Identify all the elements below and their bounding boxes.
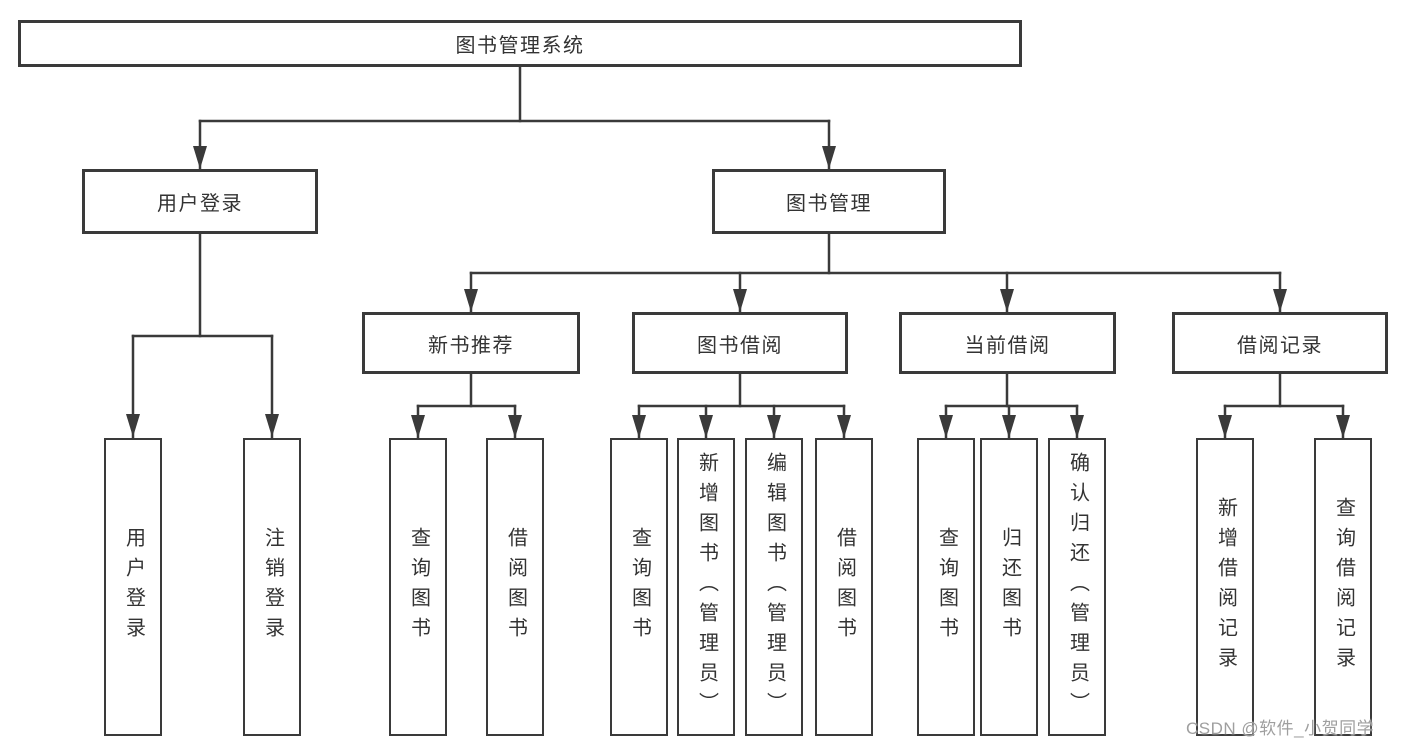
leaf-query-books-current: 查询图书 — [917, 438, 975, 736]
node-library-management-system: 图书管理系统 — [18, 20, 1022, 67]
leaf-user-login-label: 用户登录 — [122, 527, 145, 647]
leaf-query-borrow-record-label: 查询借阅记录 — [1332, 497, 1355, 677]
leaf-borrow-books-recommend-label: 借阅图书 — [504, 527, 527, 647]
leaf-edit-books-admin: 编辑图书（管理员） — [745, 438, 803, 736]
leaf-query-books-borrowing-label: 查询图书 — [628, 527, 651, 647]
leaf-borrow-books-borrowing-label: 借阅图书 — [833, 527, 856, 647]
leaf-add-borrow-record-label: 新增借阅记录 — [1214, 497, 1237, 677]
leaf-add-books-admin-label: 新增图书（管理员） — [695, 452, 718, 722]
connector-user-login-children — [126, 232, 279, 439]
leaf-return-books: 归还图书 — [980, 438, 1038, 736]
leaf-query-books-current-label: 查询图书 — [935, 527, 958, 647]
leaf-query-books-recommend-label: 查询图书 — [407, 527, 430, 647]
leaf-return-books-label: 归还图书 — [998, 527, 1021, 647]
leaf-logout-login: 注销登录 — [243, 438, 301, 736]
connector-book-borrowing-children — [632, 372, 851, 440]
connector-borrowing-records-children — [1218, 372, 1350, 440]
leaf-query-borrow-record: 查询借阅记录 — [1314, 438, 1372, 736]
leaf-user-login: 用户登录 — [104, 438, 162, 736]
node-book-management: 图书管理 — [712, 169, 946, 234]
leaf-query-books-borrowing: 查询图书 — [610, 438, 668, 736]
leaf-edit-books-admin-label: 编辑图书（管理员） — [763, 452, 786, 722]
connector-root-to-level2 — [193, 65, 836, 171]
leaf-borrow-books-borrowing: 借阅图书 — [815, 438, 873, 736]
connector-book-management-to-level3 — [464, 232, 1287, 314]
node-book-borrowing: 图书借阅 — [632, 312, 848, 374]
node-current-borrowing: 当前借阅 — [899, 312, 1116, 374]
node-user-login: 用户登录 — [82, 169, 318, 234]
csdn-watermark: CSDN @软件_小贺同学 — [1186, 719, 1375, 738]
node-new-book-recommendation: 新书推荐 — [362, 312, 580, 374]
leaf-confirm-return-admin-label: 确认归还（管理员） — [1066, 452, 1089, 722]
connector-current-borrowing-children — [939, 372, 1084, 440]
connector-new-book-recommendation-children — [411, 372, 522, 440]
node-borrowing-records: 借阅记录 — [1172, 312, 1388, 374]
leaf-add-books-admin: 新增图书（管理员） — [677, 438, 735, 736]
leaf-logout-login-label: 注销登录 — [261, 527, 284, 647]
leaf-borrow-books-recommend: 借阅图书 — [486, 438, 544, 736]
leaf-add-borrow-record: 新增借阅记录 — [1196, 438, 1254, 736]
leaf-confirm-return-admin: 确认归还（管理员） — [1048, 438, 1106, 736]
leaf-query-books-recommend: 查询图书 — [389, 438, 447, 736]
